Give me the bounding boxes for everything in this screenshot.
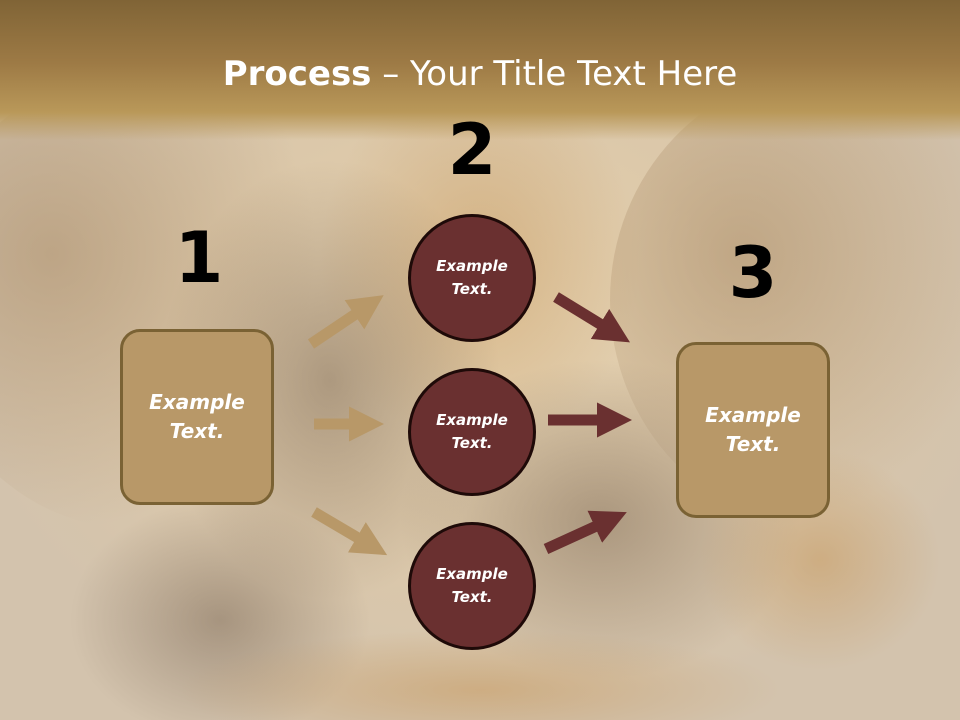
circle-top-text-line1: Example bbox=[436, 257, 508, 275]
step-1-text-line2: Text. bbox=[169, 419, 225, 443]
title-band bbox=[0, 0, 960, 140]
circle-bottom-text-line2: Text. bbox=[451, 588, 493, 606]
circle-bottom-text-line1: Example bbox=[436, 565, 508, 583]
step-2-circle-top[interactable]: Example Text. bbox=[408, 214, 536, 342]
circle-middle-text-line1: Example bbox=[436, 411, 508, 429]
circle-middle-text-line2: Text. bbox=[451, 434, 493, 452]
step-3-text-line1: Example bbox=[705, 403, 801, 427]
step-1-box[interactable]: Example Text. bbox=[120, 329, 274, 505]
arrow-left-bottom bbox=[311, 507, 388, 556]
step-number-2: 2 bbox=[447, 109, 497, 191]
step-number-3: 3 bbox=[728, 232, 778, 314]
title-bold: Process bbox=[222, 54, 372, 94]
step-2-circle-middle[interactable]: Example Text. bbox=[408, 368, 536, 496]
step-2-circle-bottom[interactable]: Example Text. bbox=[408, 522, 536, 650]
step-3-text-line2: Text. bbox=[725, 432, 781, 456]
step-1-text-line1: Example bbox=[149, 390, 245, 414]
step-3-box[interactable]: Example Text. bbox=[676, 342, 830, 518]
step-number-1: 1 bbox=[174, 217, 224, 299]
arrow-right-top bbox=[553, 292, 631, 343]
arrow-right-bottom bbox=[543, 510, 627, 555]
slide-title: Process – Your Title Text Here bbox=[0, 52, 960, 96]
arrow-left-top bbox=[307, 295, 384, 349]
circle-top-text-line2: Text. bbox=[451, 280, 493, 298]
title-rest: – Your Title Text Here bbox=[371, 54, 738, 94]
